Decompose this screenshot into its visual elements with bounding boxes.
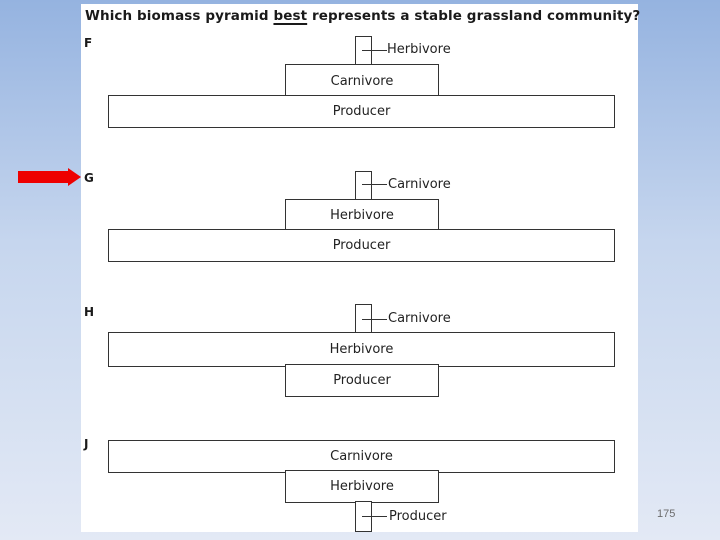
question-pre: Which biomass pyramid (85, 8, 274, 24)
option-g-letter: G (84, 171, 94, 185)
option-j-bottom-label: Producer (389, 509, 447, 524)
option-f-middle-bar: Carnivore (285, 64, 439, 99)
option-h-wide-bar: Herbivore (108, 332, 615, 367)
question-text: Which biomass pyramid best represents a … (85, 8, 640, 24)
red-arrow-icon (18, 168, 81, 186)
question-post: represents a stable grassland community? (307, 8, 641, 24)
option-g-base-bar: Producer (108, 229, 615, 262)
option-g-leader-line (362, 184, 387, 185)
option-h-top-label: Carnivore (388, 311, 451, 326)
question-emphasis: best (273, 8, 308, 24)
option-h-letter: H (84, 305, 95, 319)
option-g-middle-bar: Herbivore (285, 199, 439, 232)
page-number: 175 (657, 508, 676, 520)
option-h-bottom-bar: Producer (285, 364, 439, 397)
option-g-top-label: Carnivore (388, 177, 451, 192)
option-h-leader-line (362, 319, 387, 320)
option-j-middle-bar: Herbivore (285, 470, 439, 503)
option-f-leader-line (362, 50, 387, 51)
question-card: Which biomass pyramid best represents a … (81, 4, 640, 532)
option-j-wide-bar: Carnivore (108, 440, 615, 473)
option-f-top-label: Herbivore (387, 42, 451, 57)
option-f-letter: F (84, 36, 93, 50)
option-j-leader-line (362, 516, 387, 517)
option-j-letter: J (84, 437, 89, 451)
option-g-top-block (355, 171, 372, 202)
option-f-base-bar: Producer (108, 95, 615, 128)
